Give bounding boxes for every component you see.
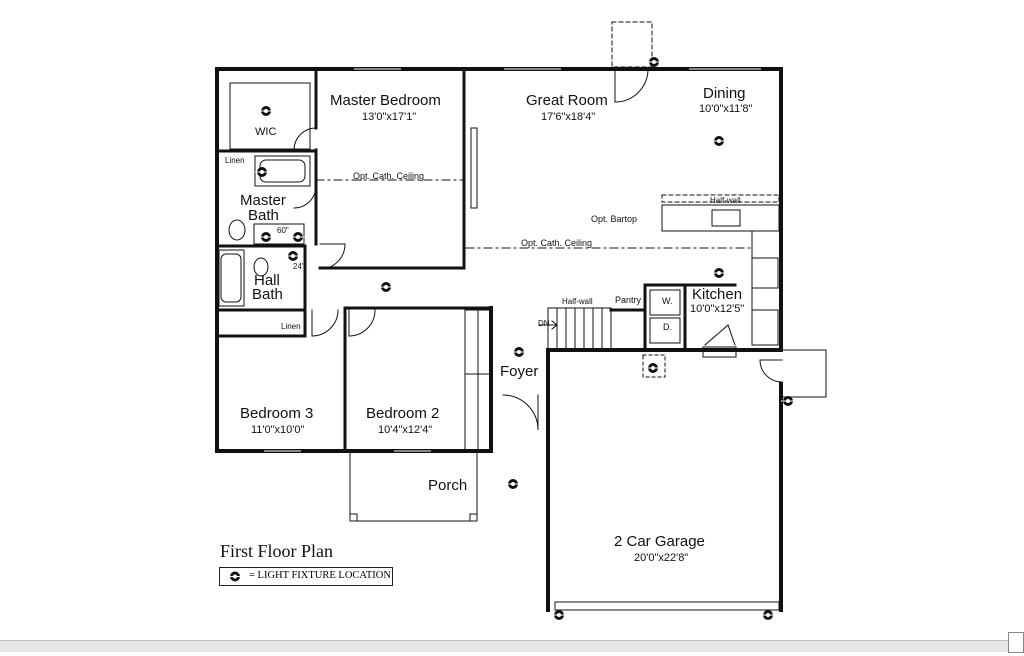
great-room-dims: 17'6"x18'4" — [541, 111, 596, 123]
legend — [219, 567, 393, 586]
light-fixtures — [255, 57, 795, 620]
light-fixture-icon — [291, 232, 305, 242]
master-bath-label-line1: Master — [240, 192, 286, 209]
kitchen-dims: 10'0"x12'5" — [690, 303, 745, 315]
pantry-label: Pantry — [615, 295, 642, 305]
master-bedroom-label: Master Bedroom — [330, 92, 441, 109]
master-bedroom-dims: 13'0"x17'1" — [362, 111, 417, 123]
opt-bartop-note: Opt. Bartop — [591, 214, 638, 224]
hall-bath-label-line2: Bath — [252, 286, 283, 303]
light-fixture-icon — [259, 106, 273, 116]
light-fixture-icon — [712, 268, 726, 278]
kitchen-label: Kitchen — [692, 286, 743, 303]
light-fixture-icon — [781, 396, 795, 406]
legend-text: = LIGHT FIXTURE LOCATION — [249, 570, 391, 581]
half-wall-stairs-note: Half-wall — [562, 297, 593, 306]
linen-bottom-label: Linen — [281, 322, 301, 331]
light-fixture-icon — [228, 571, 242, 582]
cath-ceiling-great-note: Opt. Cath. Ceiling — [521, 238, 593, 248]
stairs-down-note: DN — [538, 319, 550, 328]
light-fixture-icon — [552, 610, 566, 620]
garage-label: 2 Car Garage — [614, 533, 705, 550]
windows — [264, 68, 761, 452]
dryer-label: D. — [663, 322, 672, 332]
bedroom2-dims: 10'4"x12'4" — [378, 424, 433, 436]
light-fixture-icon — [646, 363, 660, 373]
fixtures — [218, 21, 827, 611]
light-fixture-icon — [712, 136, 726, 146]
light-fixture-icon — [512, 347, 526, 357]
dining-label: Dining — [703, 85, 746, 102]
wic-label: WIC — [255, 126, 277, 138]
light-fixture-icon — [255, 167, 269, 177]
bedroom2-label: Bedroom 2 — [366, 405, 440, 422]
vanity-60-note: 60" — [277, 226, 289, 235]
doors — [293, 68, 783, 431]
plan-title: First Floor Plan — [220, 541, 334, 561]
foyer-label: Foyer — [500, 363, 539, 380]
interior-walls — [215, 67, 737, 453]
light-fixture-icon — [761, 610, 775, 620]
light-fixture-icon — [379, 282, 393, 292]
great-room-label: Great Room — [526, 92, 608, 109]
half-wall-top-note: Half-wall — [710, 196, 741, 205]
dining-dims: 10'0"x11'8" — [699, 103, 753, 115]
garage-dims: 20'0"x22'8" — [634, 552, 689, 564]
porch-label: Porch — [428, 477, 468, 494]
washer-label: W. — [662, 296, 673, 306]
light-fixture-icon — [647, 57, 661, 67]
bedroom3-dims: 11'0"x10'0" — [251, 424, 305, 436]
light-fixture-icon — [286, 251, 300, 261]
light-fixture-icon — [506, 479, 520, 489]
bedroom3-label: Bedroom 3 — [240, 405, 314, 422]
linen-top-label: Linen — [225, 156, 245, 165]
cathedral-ceiling-lines — [315, 179, 751, 249]
bottom-bar — [0, 640, 1024, 652]
cath-ceiling-master-note: Opt. Cath. Ceiling — [353, 171, 425, 181]
corner-tab — [1008, 632, 1024, 653]
master-bath-label-line2: Bath — [248, 207, 279, 224]
hall-bath-label-line1: Hall — [254, 272, 280, 289]
stairs — [538, 307, 612, 351]
vanity-24-note: 24" — [293, 262, 305, 271]
light-fixture-icon — [259, 232, 273, 242]
